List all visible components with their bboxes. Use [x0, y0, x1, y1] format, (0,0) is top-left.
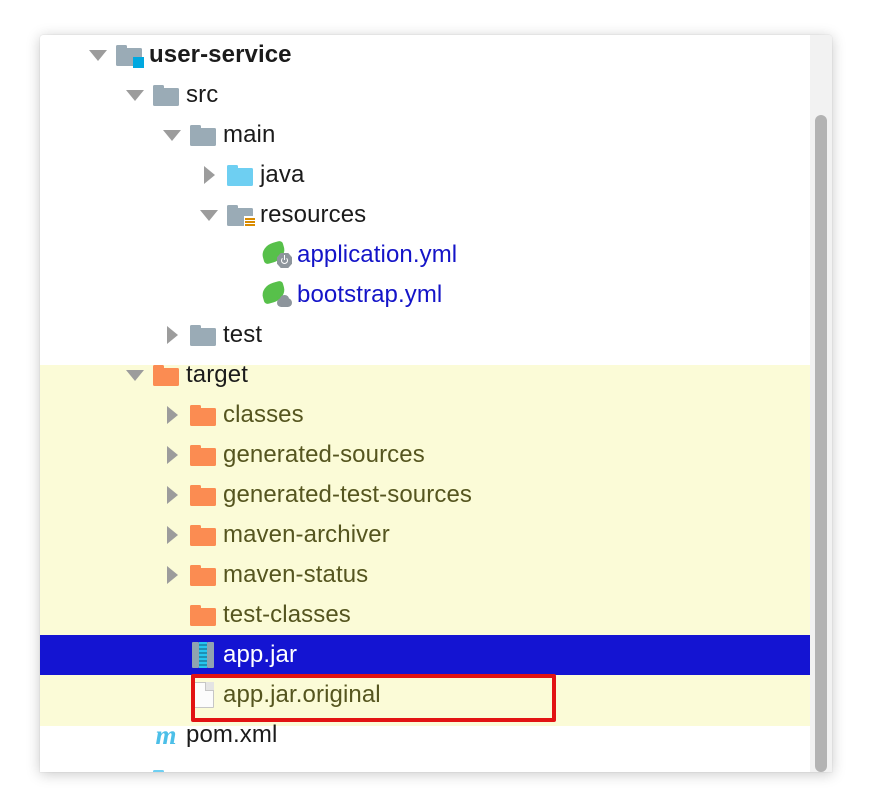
folder-orange-icon	[185, 435, 221, 475]
toggle-spacer	[233, 235, 259, 275]
chevron-right-icon[interactable]	[159, 315, 185, 355]
tree-row-label: pom.xml	[186, 721, 278, 748]
chevron-right-icon[interactable]	[159, 555, 185, 595]
tree-row[interactable]: bootstrap.yml	[40, 275, 832, 315]
tree-row-label: app.jar.original	[223, 681, 381, 708]
spring-boot-yaml-icon	[259, 235, 295, 275]
tree-row-label: src	[186, 81, 219, 108]
tree-row-label: main	[223, 121, 276, 148]
tree-row[interactable]: app.jar.original	[40, 675, 832, 715]
tree-row-label: resources	[260, 201, 367, 228]
file-generic-icon	[185, 675, 221, 715]
tree-row-label: application.yml	[297, 241, 458, 268]
tree-row[interactable]: src	[40, 75, 832, 115]
folder-sources-icon	[148, 760, 184, 772]
spring-cloud-yaml-icon	[259, 275, 295, 315]
tree-row-label: generated-sources	[223, 441, 425, 468]
folder-orange-icon	[185, 595, 221, 635]
module-folder-icon	[111, 35, 147, 75]
tree-row[interactable]: main	[40, 115, 832, 155]
tree-row[interactable]: generated-sources	[40, 435, 832, 475]
chevron-down-icon[interactable]	[196, 195, 222, 235]
tree-row[interactable]: user-service	[40, 35, 832, 75]
chevron-right-icon[interactable]	[159, 515, 185, 555]
tree-row-label: bootstrap.yml	[297, 281, 443, 308]
chevron-right-icon[interactable]	[159, 435, 185, 475]
folder-orange-icon	[185, 555, 221, 595]
tree-row[interactable]: maven-status	[40, 555, 832, 595]
folder-orange-icon	[148, 355, 184, 395]
tree-row-label: maven-status	[223, 561, 369, 588]
tree-row[interactable]: classes	[40, 395, 832, 435]
tree-row[interactable]	[40, 760, 832, 772]
chevron-right-icon[interactable]	[196, 155, 222, 195]
folder-gray-icon	[185, 315, 221, 355]
folder-gray-icon	[185, 115, 221, 155]
resources-badge-icon	[244, 215, 256, 229]
tree-row[interactable]: test-classes	[40, 595, 832, 635]
chevron-down-icon[interactable]	[122, 75, 148, 115]
vertical-scrollbar-track[interactable]	[810, 35, 832, 772]
folder-orange-icon	[185, 395, 221, 435]
toggle-spacer	[159, 595, 185, 635]
tree-row[interactable]: java	[40, 155, 832, 195]
tree-row-label: app.jar	[223, 641, 298, 668]
tree-row[interactable]: resources	[40, 195, 832, 235]
tree-row-label: classes	[223, 401, 304, 428]
tree-row[interactable]: m pom.xml	[40, 715, 832, 755]
chevron-right-icon[interactable]	[159, 395, 185, 435]
toggle-spacer	[159, 635, 185, 675]
tree-row-label: maven-archiver	[223, 521, 390, 548]
tree-row-label: java	[260, 161, 305, 188]
folder-orange-icon	[185, 475, 221, 515]
tree-row[interactable]: app.jar	[40, 635, 832, 675]
chevron-down-icon[interactable]	[85, 35, 111, 75]
tree-row-label: generated-test-sources	[223, 481, 472, 508]
chevron-down-icon[interactable]	[159, 115, 185, 155]
tree-row[interactable]: maven-archiver	[40, 515, 832, 555]
folder-resources-icon	[222, 195, 258, 235]
toggle-spacer	[122, 715, 148, 755]
module-badge-icon	[133, 56, 144, 68]
folder-gray-icon	[148, 75, 184, 115]
chevron-down-icon[interactable]	[122, 355, 148, 395]
tree-row-label: test-classes	[223, 601, 351, 628]
vertical-scrollbar-thumb[interactable]	[815, 115, 827, 772]
toggle-spacer	[233, 275, 259, 315]
tree-row[interactable]: generated-test-sources	[40, 475, 832, 515]
tree-row-label: test	[223, 321, 263, 348]
jar-archive-icon	[185, 635, 221, 675]
folder-orange-icon	[185, 515, 221, 555]
tree-row[interactable]: target	[40, 355, 832, 395]
toggle-spacer	[122, 760, 148, 772]
folder-sources-icon	[222, 155, 258, 195]
tree-row[interactable]: test	[40, 315, 832, 355]
partially-visible-row[interactable]	[40, 760, 832, 772]
chevron-right-icon[interactable]	[159, 475, 185, 515]
tree-row-label: target	[186, 361, 248, 388]
maven-pom-icon: m	[155, 719, 177, 750]
tree-row-label: user-service	[149, 41, 292, 68]
tree-row[interactable]: application.yml	[40, 235, 832, 275]
toggle-spacer	[159, 675, 185, 715]
